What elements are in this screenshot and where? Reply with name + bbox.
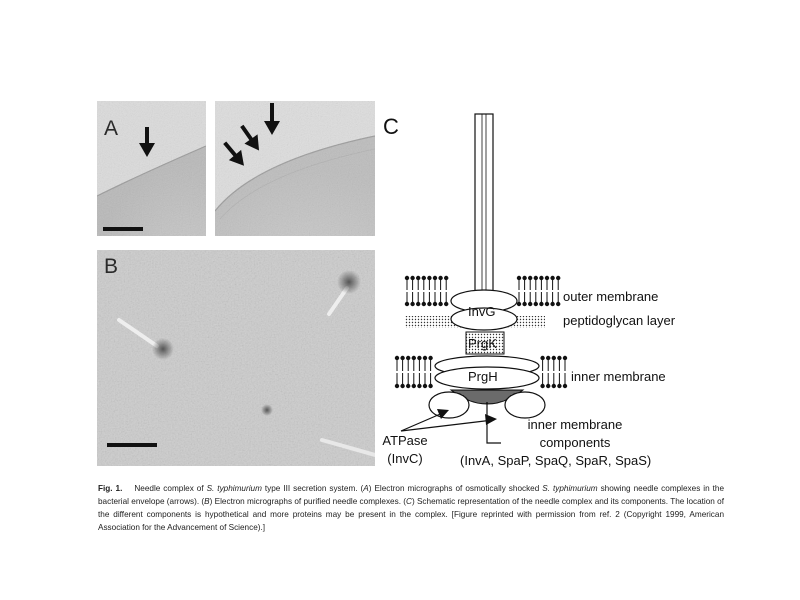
atpase-label-line2: (InvC): [387, 451, 423, 466]
invg-label: InvG: [468, 304, 496, 319]
needle-complex-diagram: [394, 113, 568, 444]
caption-text-5: ) Electron micrographs of purified needl…: [209, 497, 407, 506]
imc-label-line1: inner membrane: [527, 417, 623, 432]
peptidoglycan-label: peptidoglycan layer: [563, 313, 676, 328]
caption-text-1: Needle complex of: [134, 484, 207, 493]
imc-pointer-line: [486, 402, 501, 444]
atpase-label-line1: ATPase: [382, 433, 428, 448]
micrograph-a-right-image: [215, 101, 375, 236]
caption-text-4: showing needle complexes in the bacteria…: [98, 484, 725, 506]
imc-label-line3: (InvA, SpaP, SpaQ, SpaR, SpaS): [460, 453, 652, 468]
caption-ref-a: A: [363, 484, 369, 493]
panel-c-label: C: [383, 114, 399, 139]
prgk-label: PrgK: [468, 336, 497, 351]
caption-text-6: ) Schematic representation of the needle…: [98, 497, 724, 532]
caption-ref-c: C: [406, 497, 412, 506]
imc-label-line2: components: [539, 435, 611, 450]
panel-b-label: B: [104, 255, 119, 278]
invg-ring: [450, 289, 518, 331]
inner-membrane-lipids: [394, 355, 568, 389]
caption-species-2: S. typhimurium: [542, 484, 598, 493]
caption-species-1: S. typhimurium: [206, 484, 262, 493]
prgk-component: [465, 331, 505, 355]
micrograph-b: [97, 250, 375, 466]
figure-caption: Fig. 1.Needle complex of S. typhimurium …: [98, 482, 724, 534]
caption-ref-b: B: [204, 497, 210, 506]
micrograph-a-right: [215, 101, 375, 236]
outer-membrane-label: outer membrane: [563, 289, 659, 304]
caption-text-2: type III secretion system. (: [261, 484, 364, 493]
prgh-ring: [434, 355, 540, 390]
caption-text-3: ) Electron micrographs of osmotically sh…: [368, 484, 543, 493]
atpase-pointer-arrows: [400, 409, 497, 432]
micrograph-a-left: [97, 101, 206, 236]
micrograph-b-image: [97, 250, 375, 466]
panel-a-label: A: [104, 117, 119, 140]
needle-complex-schematic: InvG PrgK PrgH outer membrane peptidogly…: [375, 108, 720, 478]
caption-fig-label: Fig. 1.: [98, 484, 123, 493]
micrograph-a-left-image: [97, 101, 206, 236]
outer-membrane-lipids: [404, 275, 561, 307]
prgh-label: PrgH: [468, 369, 498, 384]
inner-membrane-label: inner membrane: [571, 369, 666, 384]
needle: [474, 113, 494, 311]
